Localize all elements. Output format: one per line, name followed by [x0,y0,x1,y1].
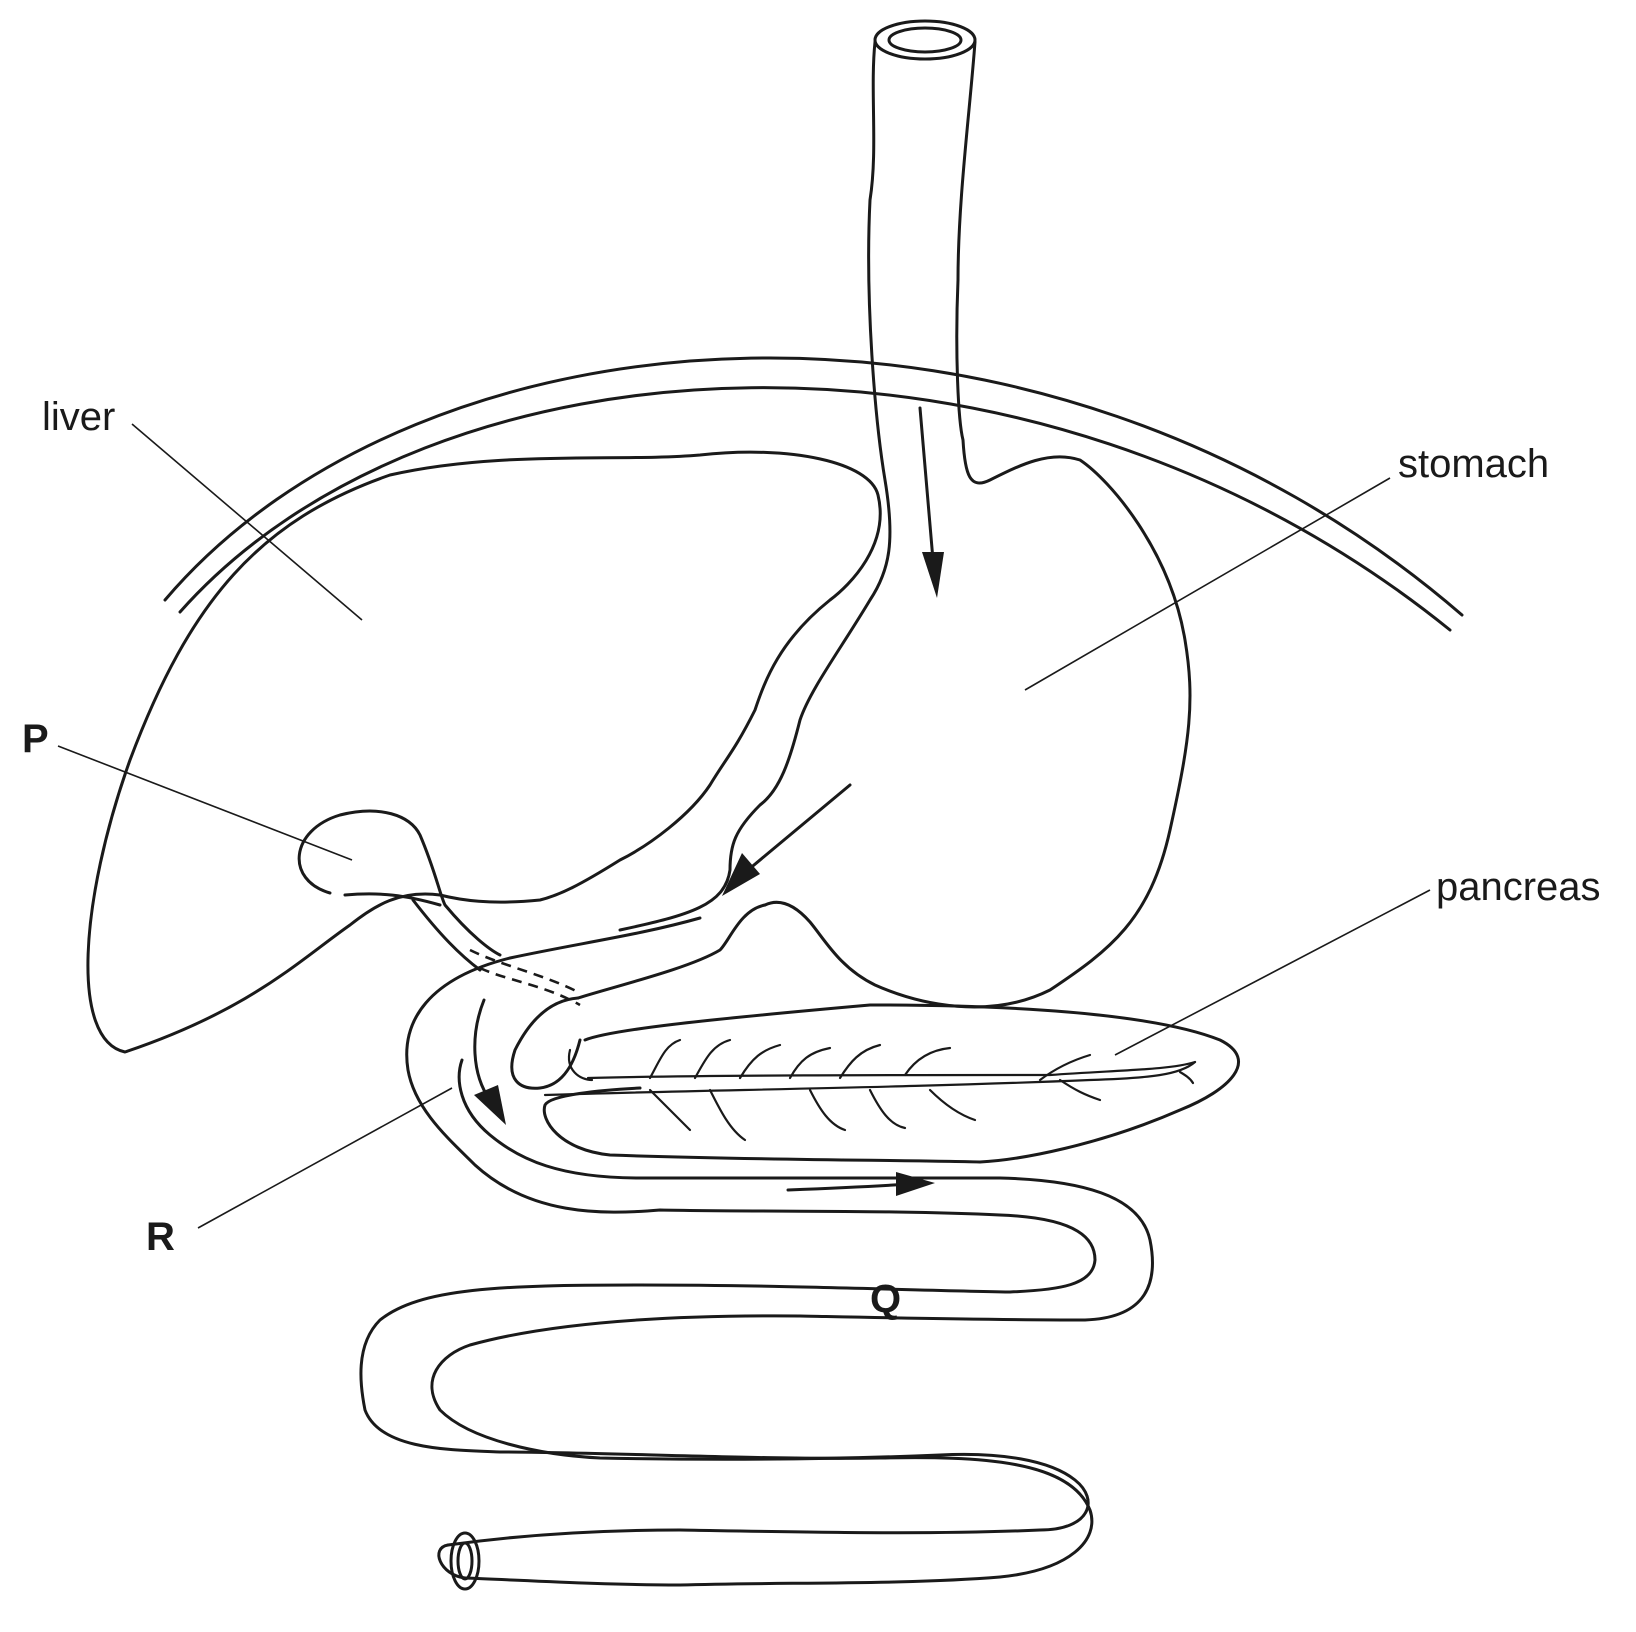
label-r: R [146,1215,175,1259]
label-q: Q [870,1277,901,1321]
oesophagus [618,19,1192,1009]
liver-leader [131,423,363,621]
bile-duct [469,948,581,1007]
stomach-leader [1024,477,1391,691]
label-liver: liver [42,395,115,439]
pancreas-outline [542,1003,1241,1164]
r-leader [197,1087,453,1229]
gall-bladder [297,809,502,972]
p-leader [57,745,353,861]
label-stomach: stomach [1398,442,1549,486]
stomach-outline [576,903,767,1000]
flow-arrows [473,406,944,1196]
label-p: P [22,717,49,761]
liver-outline [86,450,882,1054]
duodenum [359,916,1154,1591]
diaphragm [163,356,1464,632]
leader-lines [57,423,1431,1229]
label-pancreas: pancreas [1436,865,1601,909]
pancreas-leader [1114,889,1431,1056]
